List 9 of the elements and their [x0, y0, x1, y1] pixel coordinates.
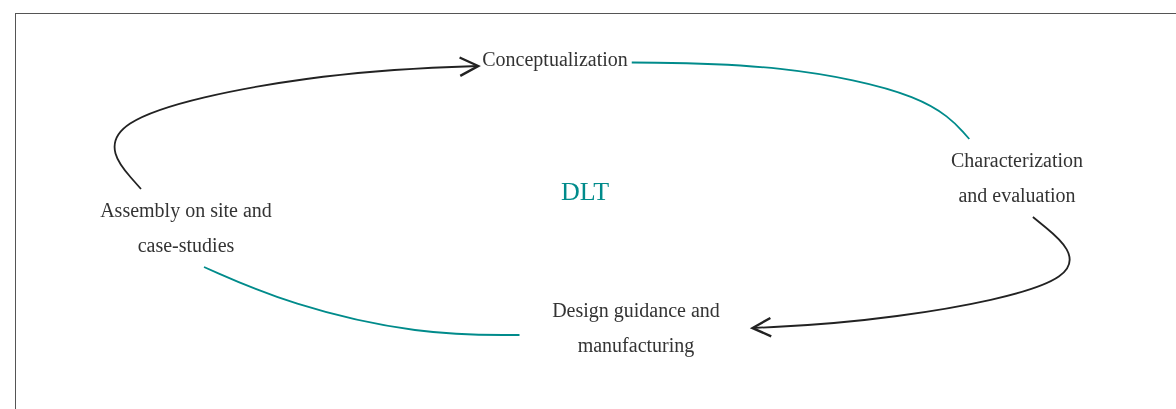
curved-arrow [113, 56, 480, 190]
node-label: Characterization and evaluation [949, 148, 1085, 208]
curved-arrow [751, 216, 1071, 338]
connector-line [630, 61, 971, 140]
node-label: Design guidance and manufacturing [551, 298, 721, 359]
connector-line [203, 266, 521, 336]
node-label: Conceptualization [482, 46, 628, 73]
node-label: Assembly on site and case-studies [99, 198, 273, 258]
center-title: DLT [560, 177, 610, 207]
